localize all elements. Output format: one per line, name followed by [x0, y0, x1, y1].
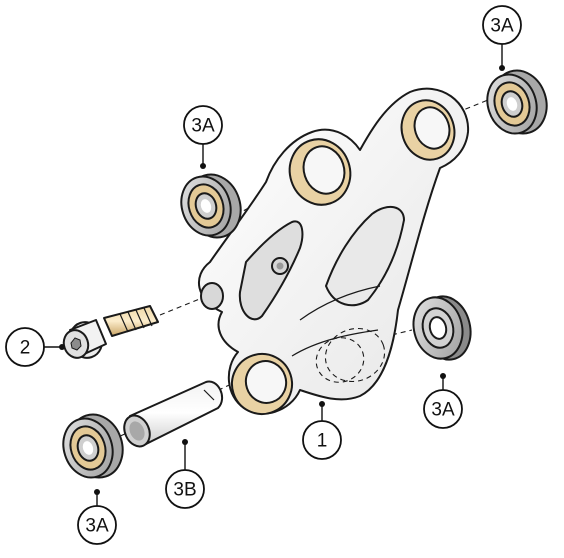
- bearing-top-right: [486, 69, 548, 135]
- callout-bearing-top-right: 3A: [482, 5, 522, 71]
- sleeve: [123, 380, 224, 448]
- callout-label: 3A: [85, 516, 109, 537]
- callout-label: 3A: [431, 400, 455, 421]
- rocker-linkage: [198, 87, 470, 415]
- callout-bearing-bottom-left: 3A: [77, 489, 117, 545]
- callout-label: 1: [317, 431, 328, 452]
- callout-bearing-top-left: 3A: [183, 105, 223, 169]
- callout-label: 3A: [191, 116, 215, 137]
- callout-bearing-right: 3A: [423, 373, 463, 429]
- callout-label: 3A: [490, 16, 514, 37]
- callout-bolt: 2: [5, 327, 65, 367]
- callout-label: 2: [20, 338, 31, 359]
- bearing-bottom-left: [62, 413, 124, 479]
- bolt: [62, 305, 159, 359]
- bearing-top-left: [180, 173, 242, 239]
- bearing-right: [412, 295, 472, 361]
- callout-linkage: 1: [302, 401, 342, 460]
- callout-label: 3B: [173, 480, 196, 501]
- callout-sleeve: 3B: [165, 439, 205, 509]
